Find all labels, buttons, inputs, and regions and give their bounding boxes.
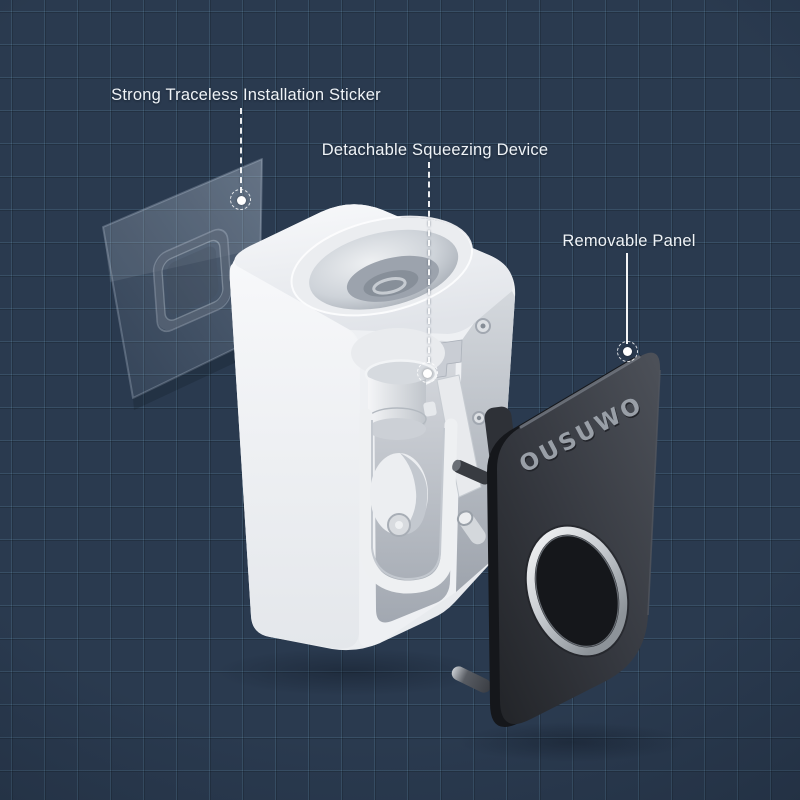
callout-leader-installation-sticker: [240, 108, 242, 193]
sleeve-clip: [423, 401, 437, 417]
mounting-peg-upper: [452, 459, 492, 485]
installation-sticker: [102, 158, 263, 410]
screw-boss: [472, 318, 491, 425]
callout-dot-ring-installation-sticker: [230, 189, 251, 210]
side-tube-peg: [456, 510, 486, 545]
funnel-bowl: [290, 215, 474, 317]
callout-label-installation-sticker: Strong Traceless Installation Sticker: [111, 86, 381, 104]
roller-curl-center: [395, 521, 403, 529]
body-left-face: [229, 264, 360, 649]
mounting-peg-lower: [451, 666, 491, 693]
callout-dot-installation-sticker: [236, 195, 246, 205]
removable-panel: OUSUWO OUSUWO: [487, 352, 661, 728]
panel-right-bevel: [647, 369, 661, 616]
callout-dot-squeezing-device: [422, 368, 432, 378]
sticker-bottom-shade: [133, 337, 259, 410]
panel-top-bevel: [519, 355, 641, 429]
body-shadow: [215, 648, 485, 696]
u-channel-inner-shade: [371, 420, 445, 581]
callout-leader-removable-panel: [626, 253, 628, 344]
panel-hole-ring: [526, 526, 628, 656]
callout-dot-ring-removable-panel: [617, 341, 638, 362]
roller-crescent: [400, 453, 428, 535]
sleeve-bottom: [368, 418, 426, 440]
callout-dot-removable-panel: [622, 346, 632, 356]
panel-hole-ring-inner: [535, 535, 619, 647]
callout-dot-ring-squeezing-device: [417, 362, 438, 383]
dispenser-body: [229, 204, 517, 651]
callout-label-squeezing-device: Detachable Squeezing Device: [321, 141, 549, 159]
panel-shadow: [457, 722, 687, 762]
sticker-hook-frame: [152, 228, 233, 333]
panel-hole-outer-edge: [524, 524, 630, 658]
callout-leader-squeezing-device: [428, 162, 430, 363]
u-channel: [359, 408, 458, 594]
callout-label-removable-panel: Removable Panel: [562, 232, 696, 250]
